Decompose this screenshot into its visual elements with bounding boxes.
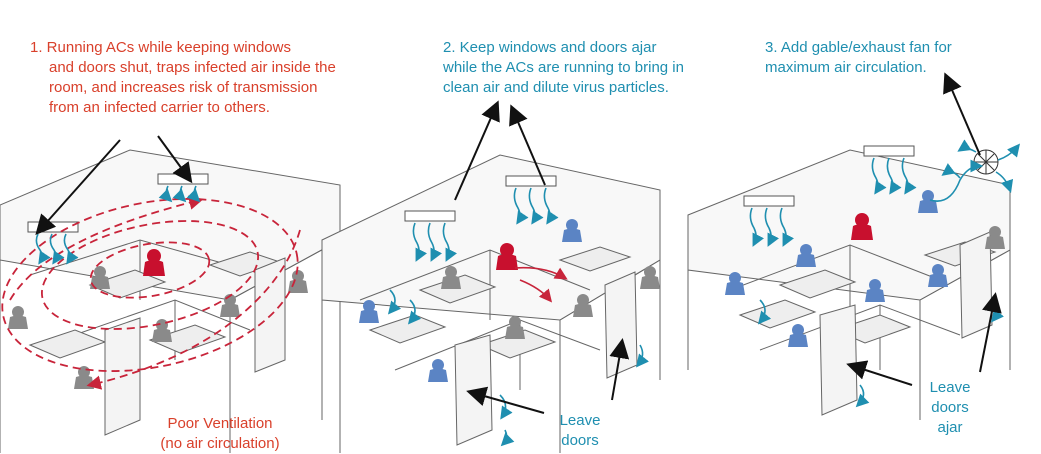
caption-3-line-2: maximum air circulation.	[765, 59, 927, 76]
caption-1-line-2: and doors shut, traps infected air insid…	[49, 59, 336, 76]
label-1-line-1: Poor Ventilation	[167, 415, 273, 432]
caption-exhaust-fan: 3. Add gable/exhaust fan for maximum air…	[765, 38, 1035, 78]
caption-poor-ventilation: 1. Running ACs while keeping windows and…	[30, 38, 410, 118]
scene-poor-ventilation	[0, 149, 341, 453]
label-2-line-2: doors	[561, 432, 599, 449]
caption-2-line-1: 2. Keep windows and doors ajar	[443, 39, 657, 56]
label-2-line-1: Leave	[559, 412, 601, 429]
caption-1-line-3: room, and increases risk of transmission	[49, 79, 318, 96]
label-3-line-1: Leave	[929, 379, 971, 396]
people-panel-1	[8, 249, 308, 389]
trapped-air-flow	[1, 195, 301, 390]
people-panel-3	[725, 190, 1005, 347]
caption-2-line-3: clean air and dilute virus particles.	[443, 79, 669, 96]
label-leave-doors: Leave doors	[545, 411, 615, 451]
label-leave-doors-ajar: Leave doors ajar	[915, 378, 985, 438]
caption-2-line-2: while the ACs are running to bring in	[443, 59, 684, 76]
label-3-line-2: doors	[931, 399, 969, 416]
fresh-air-flow-panel-2	[387, 187, 649, 447]
ac-airflow-panel-1	[35, 185, 201, 265]
air-outflow-panel-2	[514, 266, 568, 303]
caption-1-line-4: from an infected carrier to others.	[49, 99, 270, 116]
callout-arrows	[35, 72, 1002, 414]
label-poor-ventilation: Poor Ventilation (no air circulation)	[130, 414, 310, 454]
label-3-line-3: ajar	[937, 419, 963, 436]
caption-doors-ajar: 2. Keep windows and doors ajar while the…	[443, 38, 743, 98]
label-1-line-2: (no air circulation)	[160, 435, 280, 452]
caption-3-line-1: 3. Add gable/exhaust fan for	[765, 39, 952, 56]
caption-1-line-1: 1. Running ACs while keeping windows	[30, 39, 291, 56]
people-panel-2	[359, 219, 660, 382]
